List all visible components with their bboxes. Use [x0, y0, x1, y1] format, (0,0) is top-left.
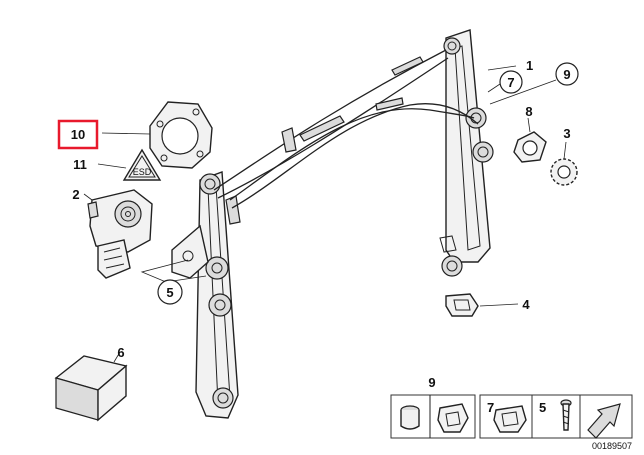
- legend-screw-part: [560, 399, 572, 431]
- callouts: 1 7 9 8 3 10 11 2 5 4 6: [57, 58, 579, 360]
- callout-6: 6: [117, 345, 124, 360]
- callout-11: 11: [73, 157, 87, 172]
- callout-4: 4: [522, 297, 530, 312]
- legend-clip-part: [437, 403, 469, 433]
- retaining-clip: [445, 293, 479, 317]
- callout-9: 9: [563, 67, 570, 82]
- small-parts-legend: 9 7 5: [390, 375, 633, 439]
- bushing: [513, 131, 547, 163]
- callout-9-circle: [555, 62, 579, 86]
- regulator-rear-rail: [439, 29, 494, 277]
- legend-item-5: 5: [539, 400, 546, 415]
- motor-mount-plate: [171, 224, 209, 279]
- damping-pad: [54, 355, 128, 422]
- callout-7: 7: [507, 75, 514, 90]
- motor-gasket-plate: [149, 101, 213, 169]
- callout-5: 5: [166, 285, 173, 300]
- callout-10-highlight-box: [57, 119, 99, 150]
- gear-wheel: [550, 158, 578, 186]
- warning-sticker-text: ESD: [133, 167, 152, 177]
- legend-item-7: 7: [487, 400, 494, 415]
- leader-lines: [83, 65, 567, 363]
- window-motor: [87, 189, 153, 279]
- legend-box-5: [531, 394, 581, 439]
- callout-3: 3: [563, 126, 570, 141]
- warning-sticker: ESD: [122, 148, 162, 181]
- callout-10: 10: [71, 127, 85, 142]
- callout-1: 1: [526, 58, 533, 73]
- callout-5-circle: [157, 279, 183, 305]
- callout-2: 2: [72, 187, 79, 202]
- legend-bracket-part: [493, 405, 527, 433]
- callout-7-circle: [499, 70, 523, 94]
- legend-cap-part: [400, 405, 420, 430]
- regulator-front-rail: [195, 171, 241, 419]
- legend-group-label: 9: [428, 375, 435, 390]
- regulator-cables: [213, 49, 479, 209]
- direction-arrow-icon: [587, 403, 621, 439]
- callout-8: 8: [525, 104, 532, 119]
- drawing-number: 00189507: [592, 441, 632, 451]
